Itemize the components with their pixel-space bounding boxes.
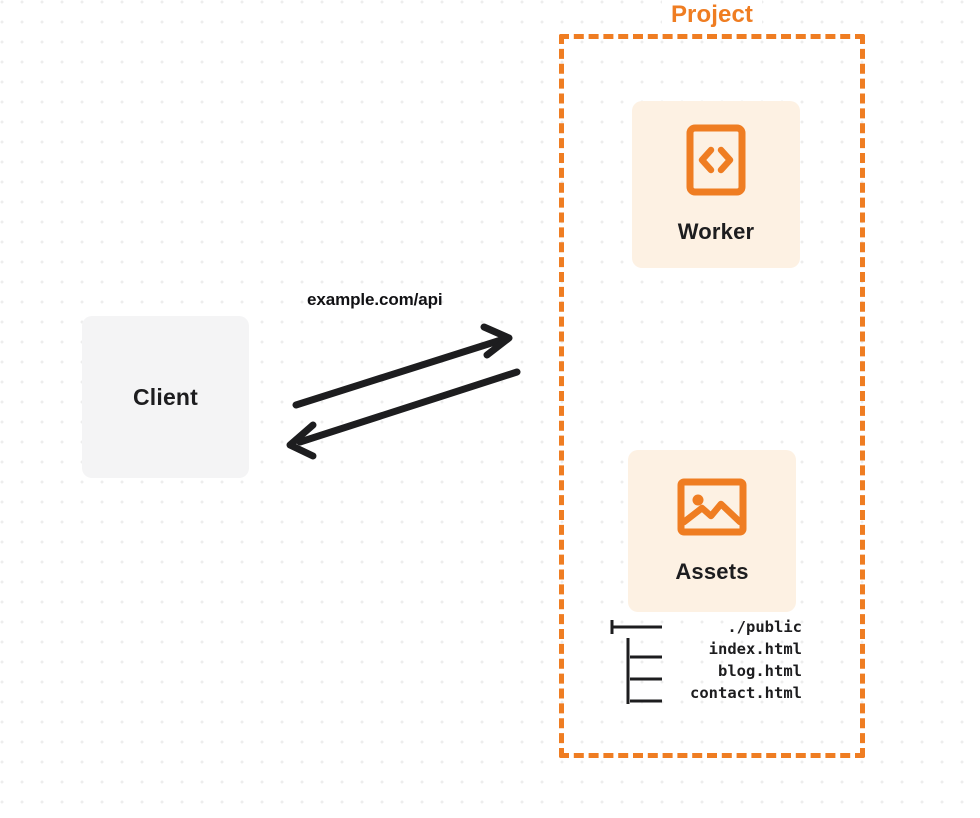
node-client[interactable]: Client — [82, 316, 249, 478]
node-assets[interactable]: Assets — [628, 450, 796, 612]
node-client-label: Client — [132, 383, 199, 410]
file-tree-label: contact.html — [690, 684, 802, 702]
edge-request-arrow — [292, 323, 513, 409]
group-project-label: Project — [661, 0, 763, 30]
pipe-branch-icon — [626, 660, 662, 682]
file-tree-label: index.html — [708, 640, 802, 658]
edge-label-request: example.com/api — [307, 290, 443, 309]
image-icon — [677, 478, 747, 541]
node-assets-label: Assets — [675, 558, 749, 584]
pipe-branch-icon — [626, 638, 662, 660]
pipe-branch-icon — [626, 682, 662, 704]
file-tree-row: contact.html — [600, 682, 802, 704]
tee-branch-icon — [610, 620, 662, 634]
edge-response-arrow — [286, 368, 521, 460]
group-project-label-wrap: Project — [559, 0, 865, 30]
file-tree-label: ./public — [727, 618, 802, 636]
group-project — [559, 34, 865, 758]
file-tree-label: blog.html — [718, 662, 802, 680]
node-worker-label: Worker — [677, 219, 755, 244]
assets-file-tree: ./public index.html blog.html contact.ht… — [600, 616, 802, 704]
file-tree-row: blog.html — [600, 660, 802, 682]
node-worker[interactable]: Worker — [632, 101, 800, 268]
code-brackets-icon — [686, 124, 746, 201]
file-tree-row: ./public — [600, 616, 802, 638]
file-tree-row: index.html — [600, 638, 802, 660]
